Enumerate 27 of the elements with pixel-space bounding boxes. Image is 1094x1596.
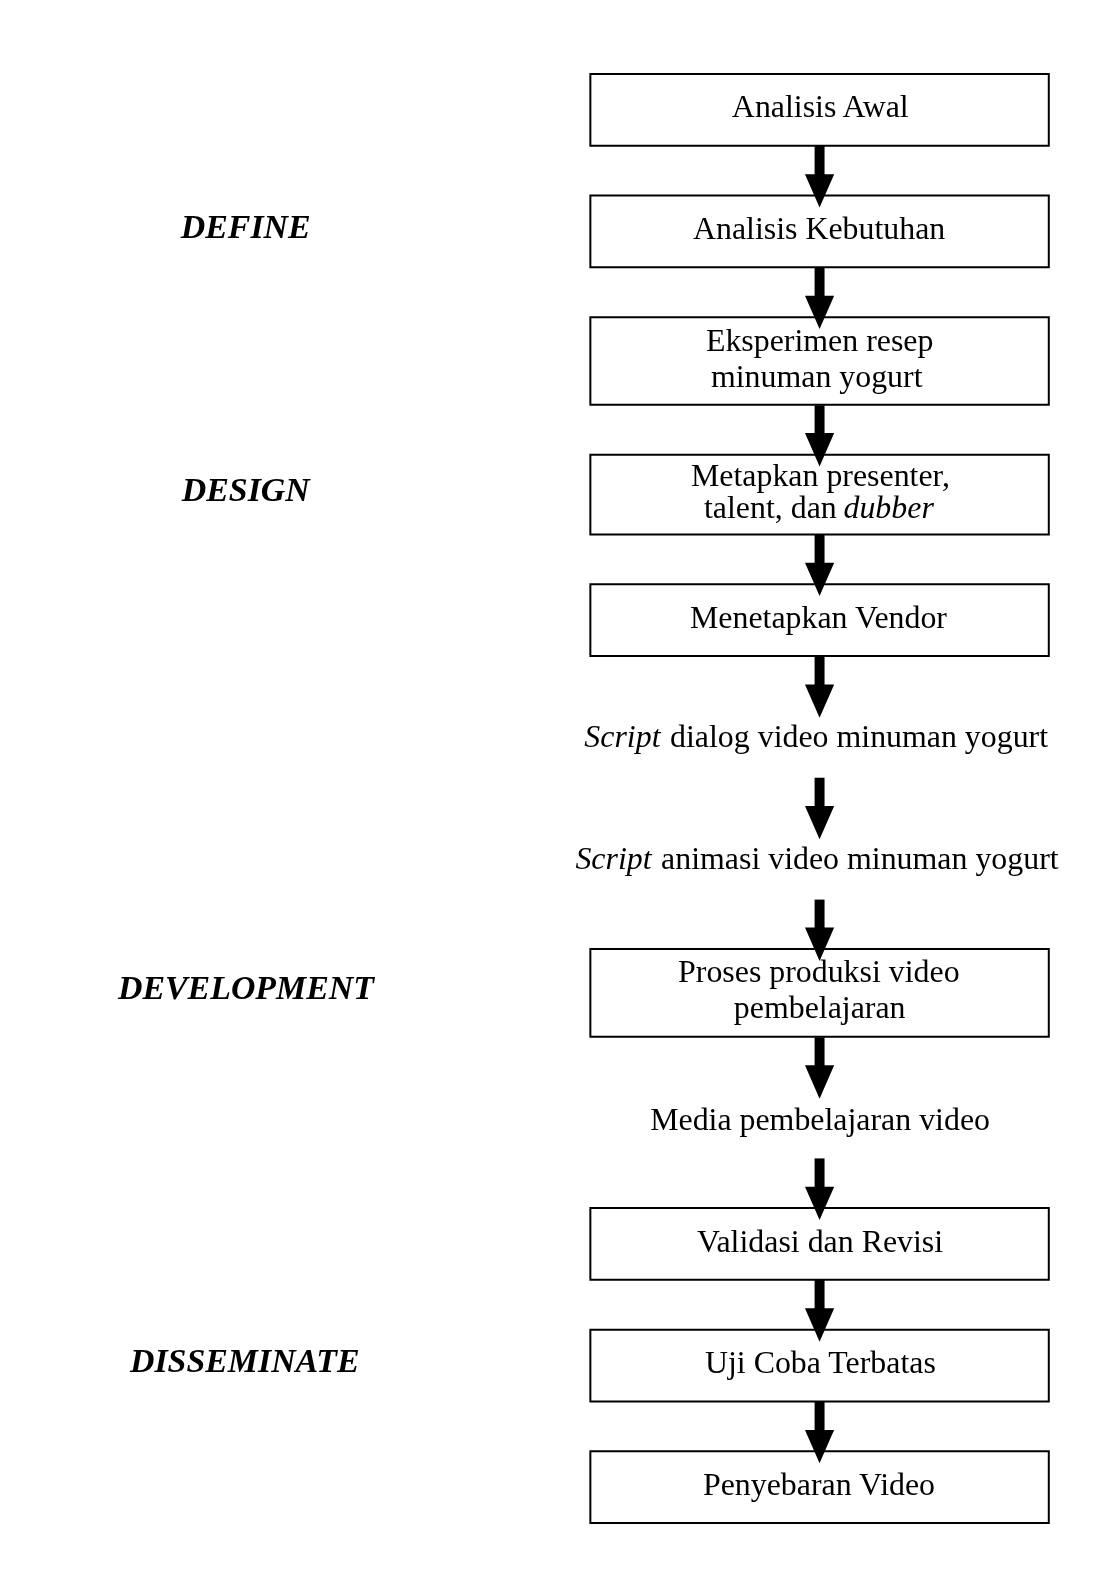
arrow (804, 534, 835, 596)
node-box: Uji Coba Terbatas (589, 1328, 1050, 1402)
label: DESIGN (181, 470, 310, 508)
node-box: Menetapkan Vendor (589, 582, 1050, 657)
node-box: Analisis Kebutuhan (589, 194, 1050, 268)
node-box: Eksperimen resep minuman yogurt (589, 315, 1050, 406)
arrow (804, 1401, 835, 1463)
arrow (804, 777, 835, 839)
arrow (804, 655, 835, 718)
arrow (804, 1036, 835, 1099)
node-box: Analisis Awal (589, 72, 1050, 147)
node-box: Validasi dan Revisi (589, 1206, 1050, 1281)
arrow (804, 1279, 835, 1342)
node-text: Script animasi video minuman yogurt (575, 840, 1059, 876)
arrow (804, 404, 835, 466)
arrow (804, 1157, 835, 1220)
node-box: Penyebaran Video (589, 1449, 1050, 1524)
arrow (804, 267, 835, 329)
node-text: Media pembelajaran video (650, 1101, 991, 1137)
label: DEFINE (180, 207, 311, 245)
label: DEVELOPMENT (117, 968, 374, 1006)
label: DISSEMINATE (129, 1341, 360, 1379)
arrow (804, 899, 835, 961)
node-box: Proses produksi video pembelajaran (589, 947, 1050, 1038)
node-text: Script dialog video minuman yogurt (584, 718, 1049, 754)
arrow (804, 145, 835, 208)
node-box: Metapkan presenter, talent, dan dubber (589, 453, 1050, 535)
